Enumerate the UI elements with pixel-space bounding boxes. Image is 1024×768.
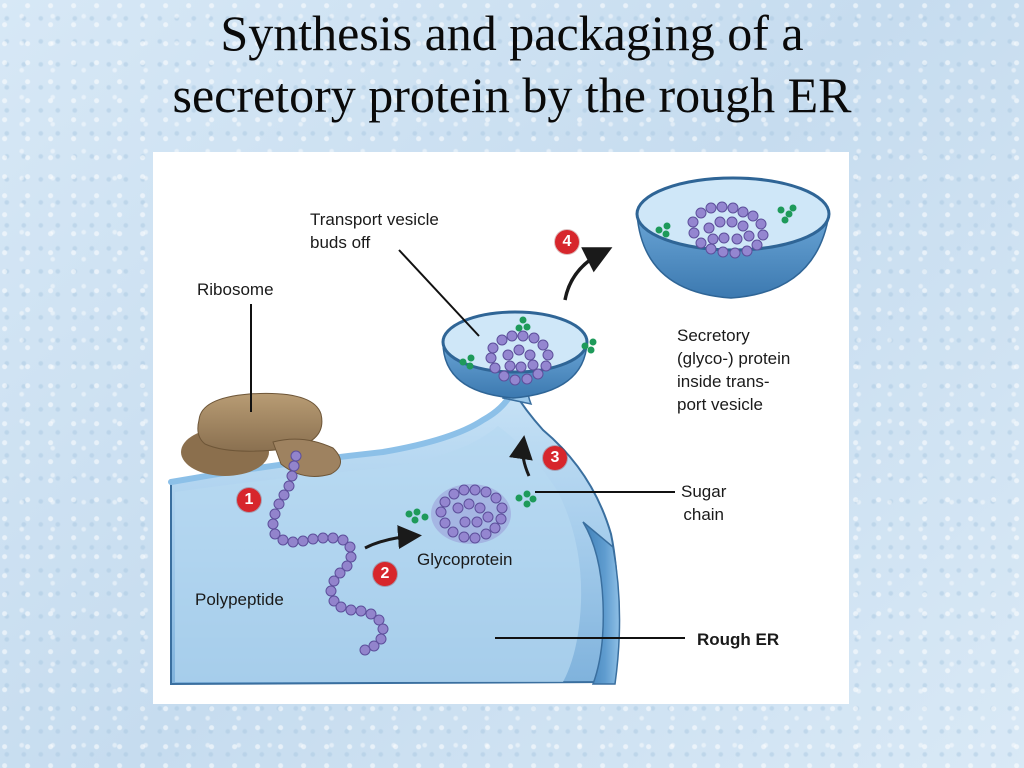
- step-badge-3: 3: [543, 446, 567, 470]
- arrow-step-2: [364, 525, 422, 550]
- arrow-step-4: [563, 247, 613, 301]
- label-secretory-line3: inside trans-: [677, 372, 770, 391]
- slide-title: Synthesis and packaging of a secretory p…: [0, 2, 1024, 126]
- label-sugar-chain: Sugar chain: [681, 480, 726, 526]
- label-transport-vesicle-line2: buds off: [310, 233, 371, 252]
- label-transport-vesicle-line1: Transport vesicle: [310, 210, 439, 229]
- glycoprotein-shape: [405, 484, 537, 544]
- label-glycoprotein: Glycoprotein: [417, 550, 513, 569]
- leader-transport-vesicle: [398, 249, 480, 337]
- label-sugar-line2: chain: [683, 505, 724, 524]
- step-badge-4: 4: [555, 230, 579, 254]
- er-cut-wall: [582, 521, 621, 685]
- label-transport-vesicle: Transport vesicle buds off: [310, 208, 439, 254]
- label-ribosome: Ribosome: [197, 280, 274, 299]
- arrow-step-3: [509, 435, 533, 477]
- vesicle-protein: [459, 316, 597, 386]
- label-secretory-line4: port vesicle: [677, 395, 763, 414]
- er-diagram-figure: Transport vesicle buds off Ribosome Secr…: [153, 152, 849, 704]
- step-badge-1: 1: [237, 488, 261, 512]
- ribosome-shape: [181, 392, 341, 477]
- title-line-2: secretory protein by the rough ER: [172, 67, 852, 123]
- label-secretory-line1: Secretory: [677, 326, 750, 345]
- label-sugar-line1: Sugar: [681, 482, 727, 501]
- label-secretory-protein: Secretory (glyco-) protein inside trans-…: [677, 324, 790, 416]
- title-line-1: Synthesis and packaging of a: [220, 5, 804, 61]
- polypeptide-chain: [267, 450, 389, 656]
- label-polypeptide: Polypeptide: [195, 590, 284, 609]
- label-rough-er: Rough ER: [697, 630, 780, 649]
- step-badge-2: 2: [373, 562, 397, 586]
- label-secretory-line2: (glyco-) protein: [677, 349, 791, 368]
- er-diagram-graphic: [168, 176, 831, 686]
- transport-vesicle-protein: [655, 201, 797, 259]
